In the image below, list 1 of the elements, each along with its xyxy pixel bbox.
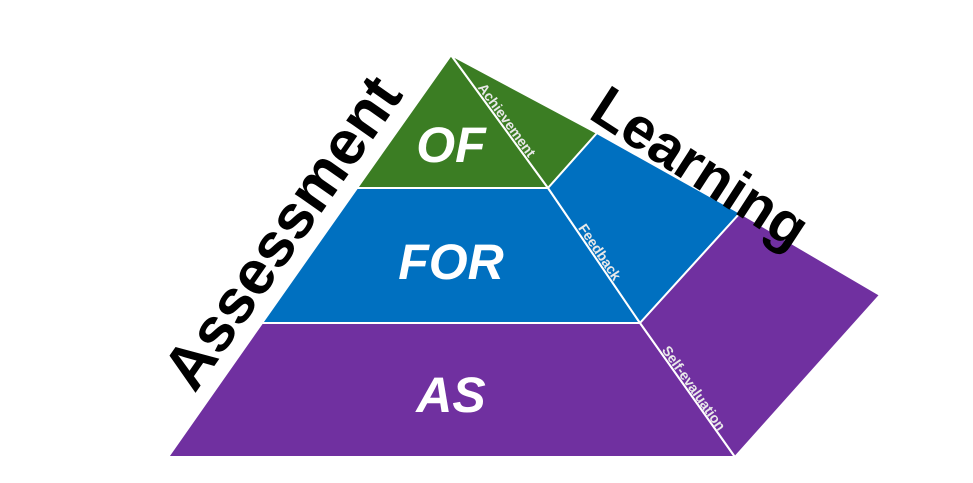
tier-label: AS (416, 370, 486, 420)
